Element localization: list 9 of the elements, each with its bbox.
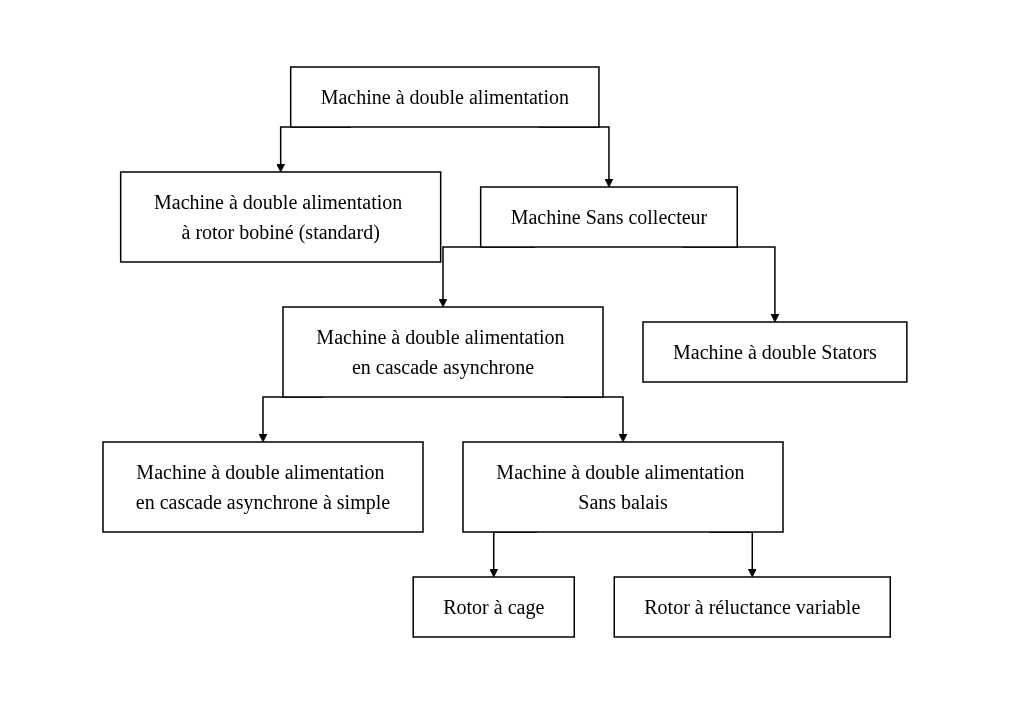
node-box: Machine à double Stators: [642, 321, 908, 383]
node-box: Machine à double alimentation en cascade asynchrone à simple: [102, 441, 424, 533]
node-box: Machine Sans collecteur: [480, 186, 739, 248]
node-box: Machine à double alimentation à rotor bobiné (standard): [120, 171, 442, 263]
node-box: Rotor à cage: [412, 576, 576, 638]
node-box: Machine à double alimentation en cascade asynchrone: [282, 306, 604, 398]
node-box: Rotor à réluctance variable: [613, 576, 892, 638]
node-box: Machine à double alimentation Sans balais: [462, 441, 784, 533]
node-box: Machine à double alimentation: [290, 66, 600, 128]
